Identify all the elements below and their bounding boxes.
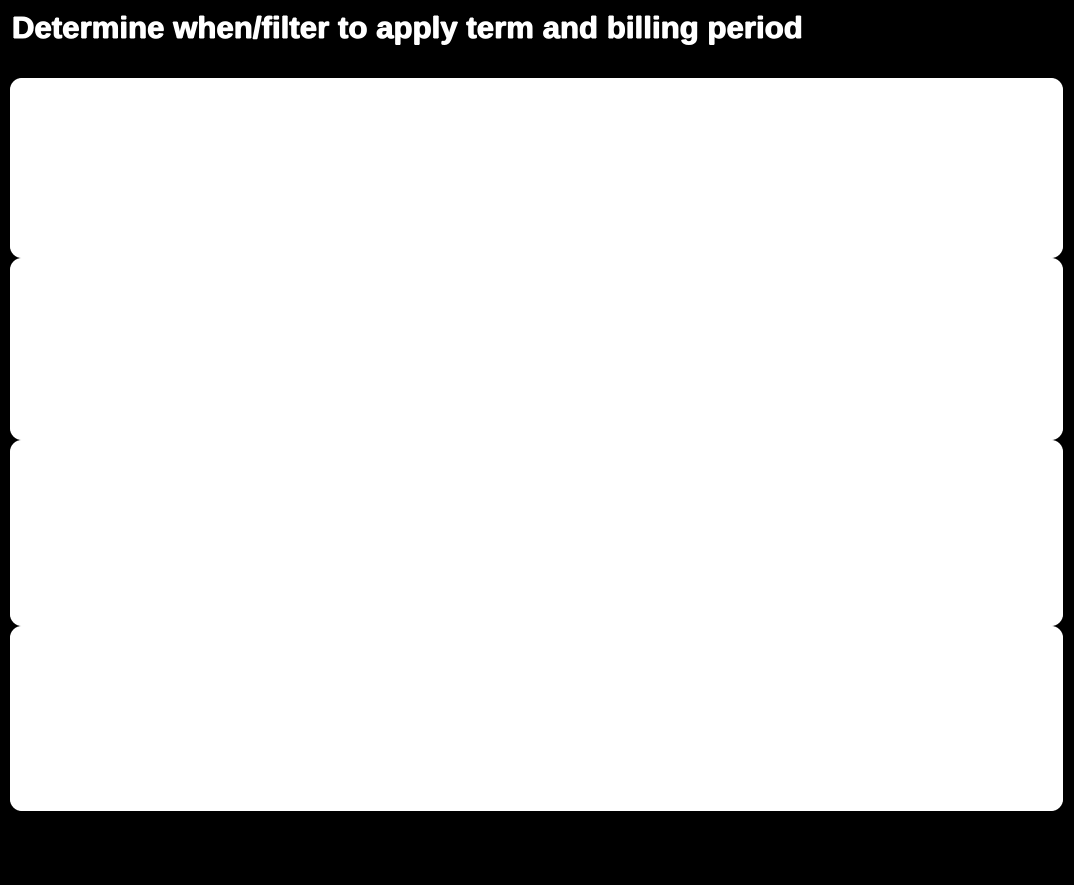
card-panel-4[interactable]: [10, 626, 1063, 811]
card-stack: [10, 78, 1063, 811]
card-panel-4-body: [10, 626, 1063, 811]
card-panel-1-body: [10, 78, 1063, 258]
card-panel-1[interactable]: [10, 78, 1063, 258]
card-panel-3[interactable]: [10, 440, 1063, 626]
card-panel-2[interactable]: [10, 258, 1063, 440]
card-panel-3-body: [10, 440, 1063, 626]
card-panel-2-body: [10, 258, 1063, 440]
page-title: Determine when/filter to apply term and …: [12, 10, 803, 45]
